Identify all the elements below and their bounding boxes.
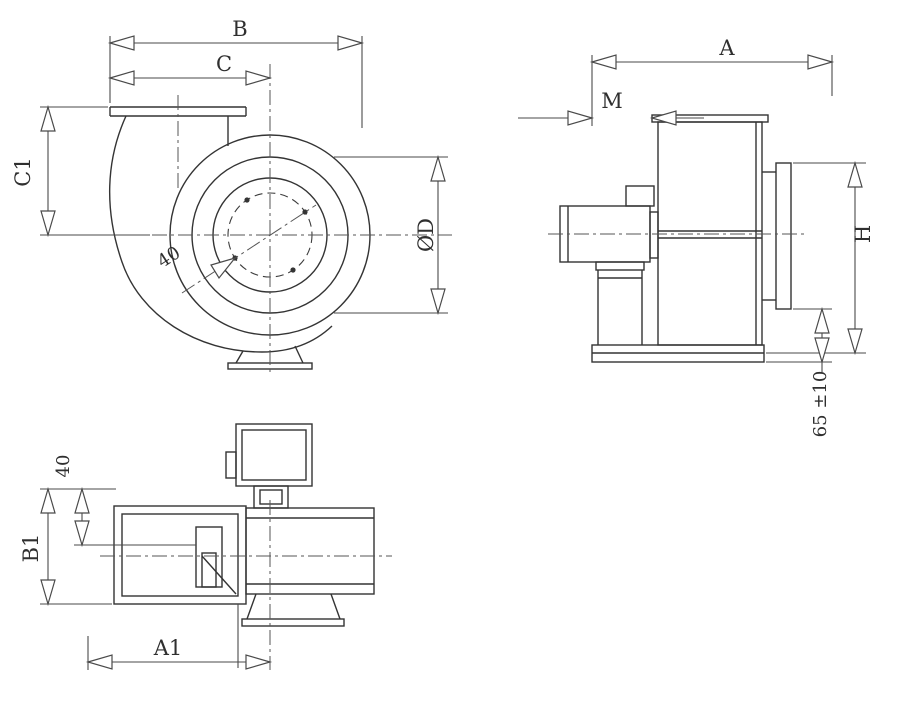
arrow-left-icon xyxy=(589,54,617,70)
dimension-b: B xyxy=(107,17,365,128)
dim-label-65: 65 ±10 xyxy=(810,371,831,438)
arrow-right-icon xyxy=(245,70,273,86)
base-plate-side xyxy=(591,344,765,363)
arrow-down-icon xyxy=(40,210,56,238)
dim-label-c1: C1 xyxy=(11,157,35,186)
dimension-m: M xyxy=(518,89,704,126)
dim-label-40-plan: 40 xyxy=(53,455,74,478)
arrow-down-icon xyxy=(430,288,446,316)
arrow-up-icon xyxy=(40,104,56,132)
dim-label-c: C xyxy=(216,52,232,76)
front-centerlines xyxy=(152,64,452,372)
arrow-up-icon xyxy=(814,306,830,334)
dim-label-b1: B1 xyxy=(19,534,43,563)
dimension-hole-angle: 40 xyxy=(154,242,237,280)
dim-label-m: M xyxy=(601,89,623,113)
inlet-box-plan xyxy=(113,505,247,605)
motor-side xyxy=(559,185,659,271)
dimension-c: C xyxy=(107,52,273,86)
dimension-d: ØD xyxy=(334,154,448,316)
fan-scroll-outline xyxy=(108,115,333,353)
motor-plan xyxy=(225,423,313,509)
arrow-right-icon xyxy=(807,54,835,70)
arrow-up-icon xyxy=(847,160,863,188)
dimension-b1: B1 xyxy=(19,486,116,607)
plan-centerlines xyxy=(100,500,392,670)
base-feet-plan xyxy=(241,593,345,627)
outlet-flange-side xyxy=(762,162,792,310)
plan-view: B1 40 A1 xyxy=(19,423,392,670)
arrow-right-icon xyxy=(337,35,365,51)
dimension-base-height: 65 ±10 xyxy=(766,306,832,438)
arrow-down-icon xyxy=(814,337,830,365)
dim-label-40-front: 40 xyxy=(154,242,185,272)
arrow-left-icon xyxy=(107,70,135,86)
arrow-up-icon xyxy=(40,486,56,514)
dim-label-b: B xyxy=(232,17,247,41)
dim-label-h: H xyxy=(851,225,875,243)
arrow-left-icon xyxy=(85,654,113,670)
fan-housing-side xyxy=(651,114,769,346)
arrow-left-icon xyxy=(107,35,135,51)
dimension-a1: A1 xyxy=(85,604,273,670)
support-pedestal-side xyxy=(597,270,643,345)
arrow-diagonal-icon xyxy=(210,256,237,280)
dimension-c1: C1 xyxy=(11,104,150,238)
dim-label-a: A xyxy=(718,36,735,60)
arrow-left-icon xyxy=(649,110,677,126)
arrow-down-icon xyxy=(847,328,863,356)
dimension-a: A xyxy=(589,36,835,126)
housing-plan xyxy=(245,507,375,595)
arrow-down-icon xyxy=(40,579,56,607)
side-view: A M H 65 ±10 xyxy=(518,36,875,437)
arrow-down-icon xyxy=(74,520,90,548)
dimension-offset-40: 40 xyxy=(53,455,196,548)
dim-label-d: ØD xyxy=(414,218,438,252)
arrow-right-icon xyxy=(567,110,595,126)
front-view: B C C1 ØD 40 xyxy=(11,17,452,372)
dimension-h: H xyxy=(766,160,875,356)
arrow-right-icon xyxy=(245,654,273,670)
dim-label-a1: A1 xyxy=(153,636,183,660)
arrow-up-icon xyxy=(430,154,446,182)
arrow-up-icon xyxy=(74,486,90,514)
